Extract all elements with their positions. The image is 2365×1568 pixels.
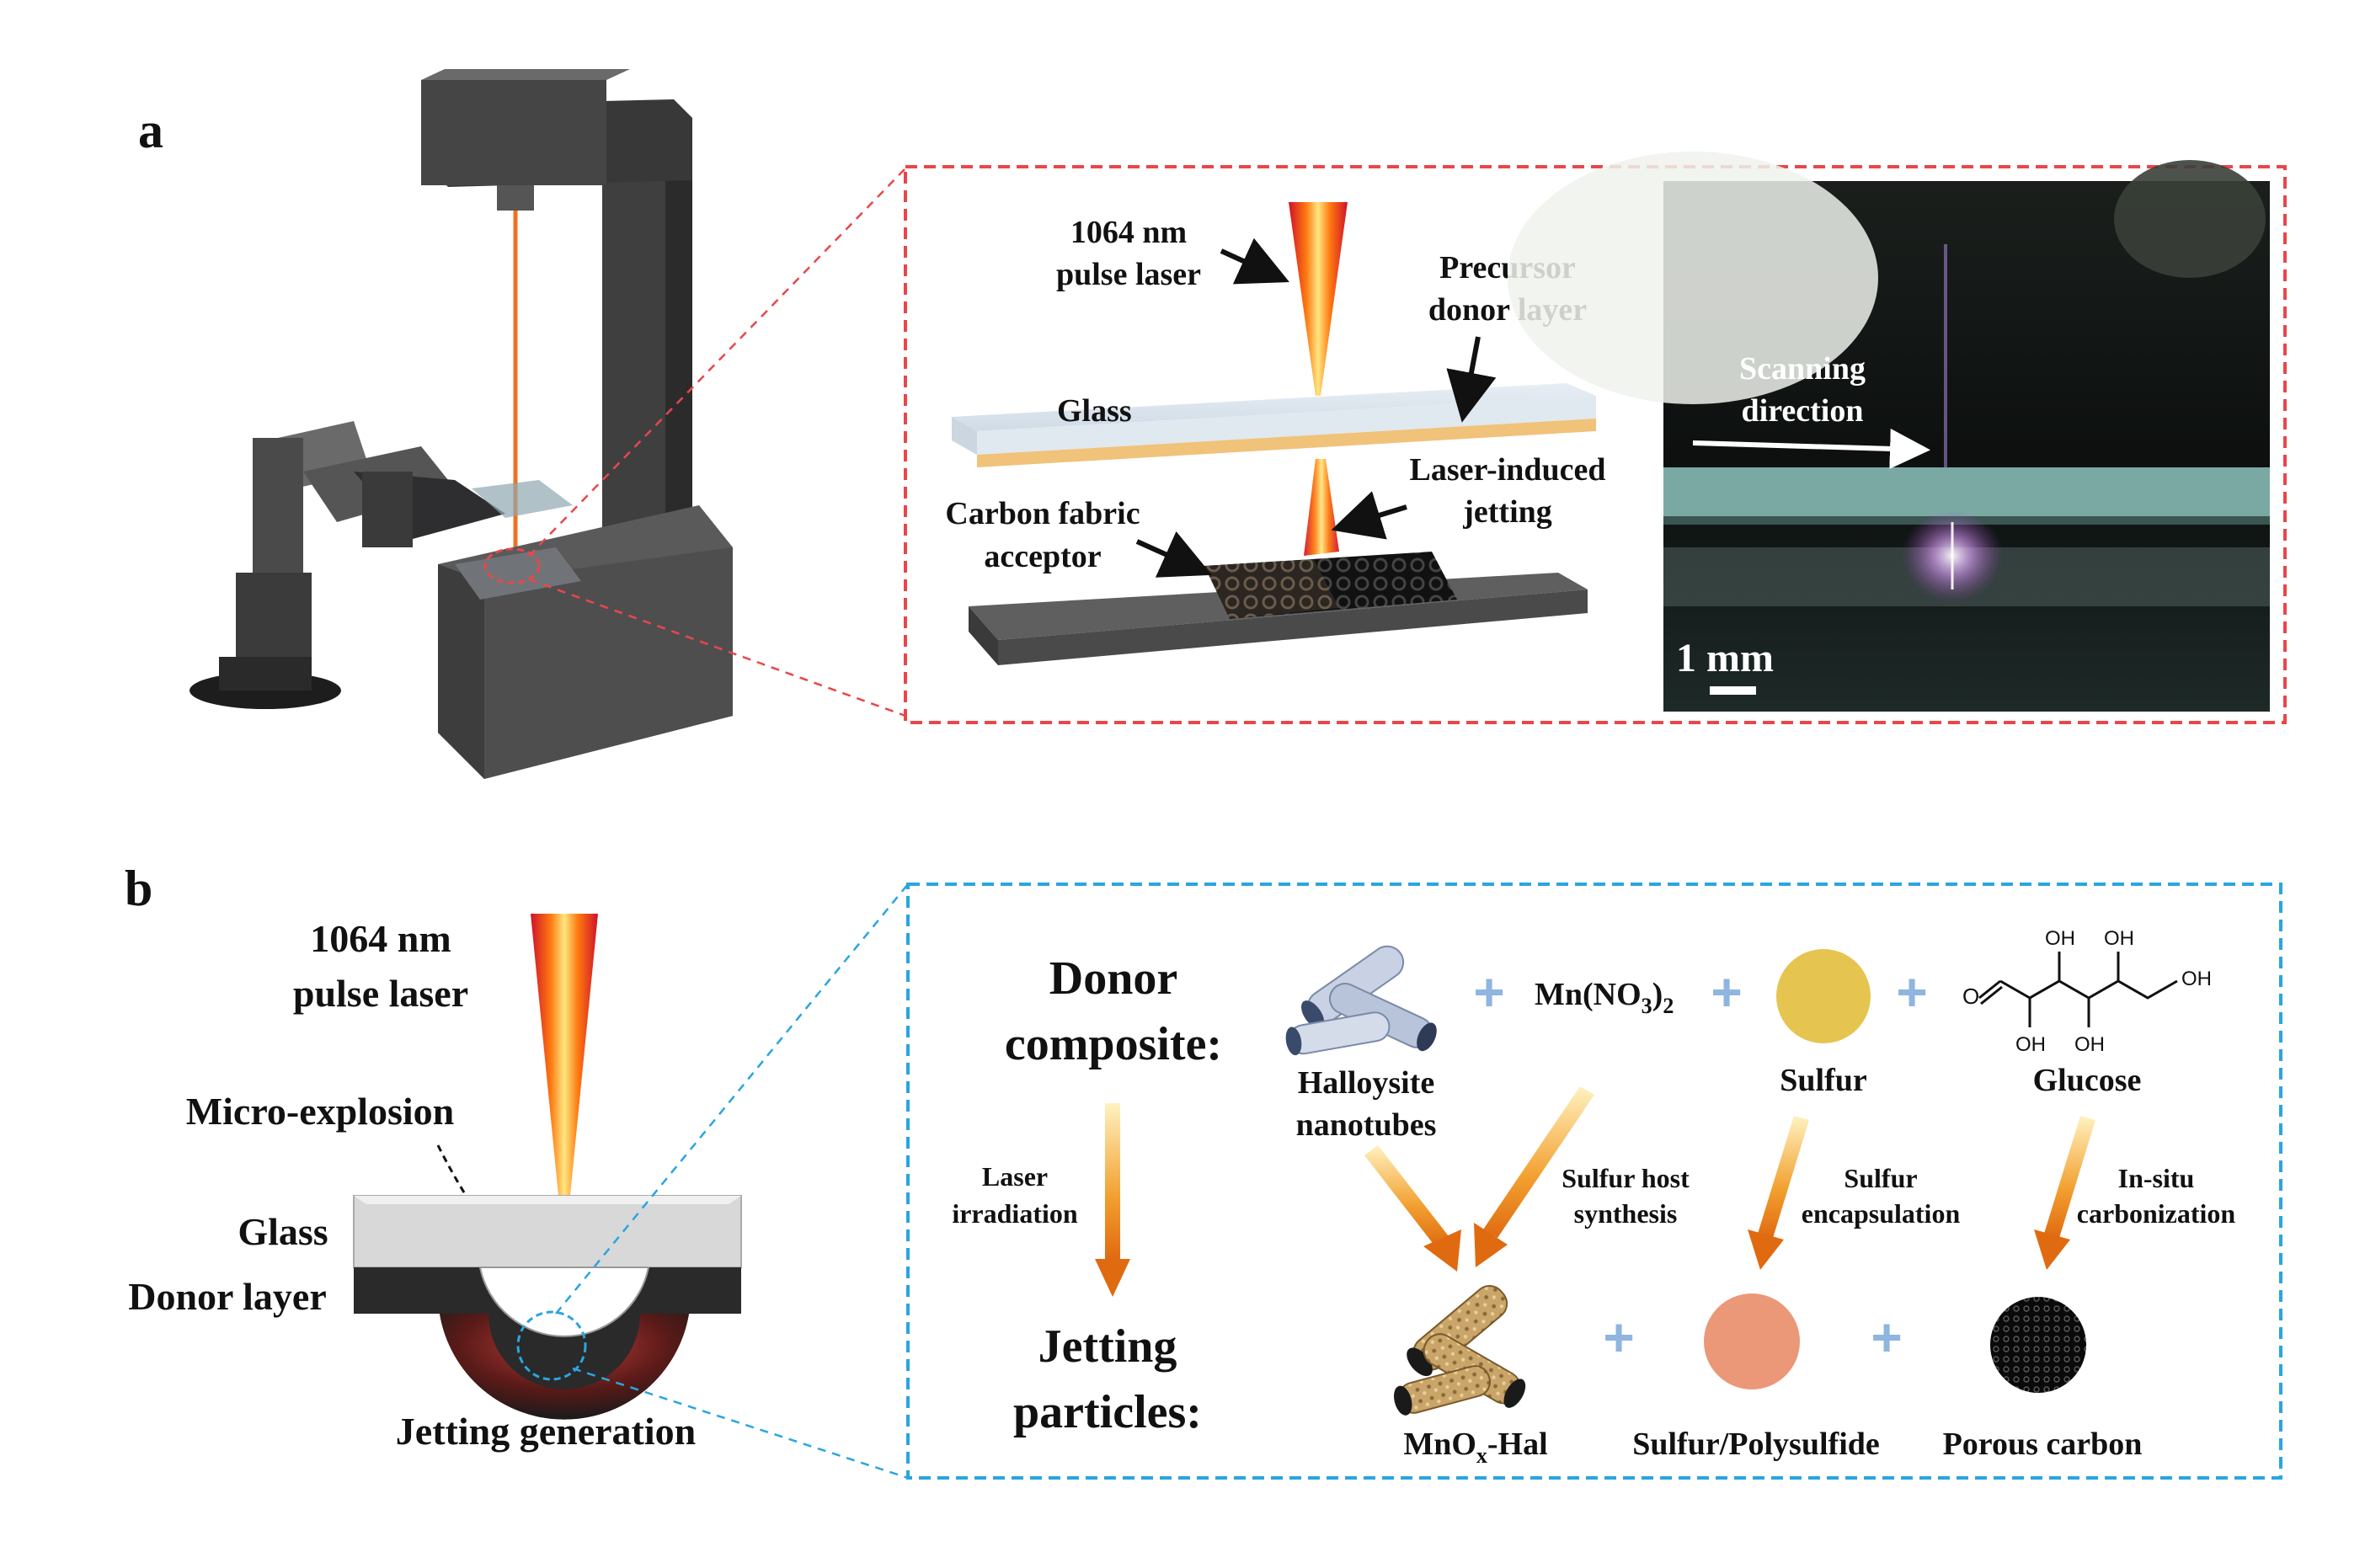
glucose-label: Glucose [2033, 1063, 2142, 1098]
glucose-oh-2: OH [2104, 927, 2134, 950]
mnox-hal-icon [1394, 1285, 1526, 1416]
jetting-particles-label-2: particles: [1013, 1386, 1202, 1438]
zoom-line-bottom [528, 578, 906, 717]
glucose-oh-5: OH [2074, 1033, 2105, 1056]
panel-a-label: a [138, 103, 163, 158]
glass-donor-cross-section [353, 1195, 742, 1420]
lift-schematic [952, 202, 1596, 665]
mn-nitrate-formula: Mn(NO3)2 [1535, 977, 1674, 1018]
sulfur-encap-label-1: Sulfur [1844, 1163, 1917, 1193]
plus-5: + [1871, 1307, 1902, 1368]
glucose-oh-3: OH [2181, 968, 2212, 990]
precursor-arrow [1446, 336, 1497, 423]
sulfur-encap-label-2: encapsulation [1802, 1198, 1961, 1229]
glucose-o: O [1962, 984, 1979, 1009]
laser-label-b-2: pulse laser [293, 972, 468, 1015]
mn-nitrate-to-mnox-arrow [1474, 1086, 1594, 1267]
plus-3: + [1896, 962, 1927, 1022]
sulfur-particle-icon [1776, 949, 1871, 1043]
laser-irradiation-label-1: Laser [982, 1161, 1048, 1192]
glucose-structure-icon [1978, 952, 2178, 1027]
laser-arrow-a [1220, 237, 1289, 285]
mnox-hal-label: MnOx-Hal [1403, 1427, 1547, 1468]
halloysite-label-2: nanotubes [1296, 1107, 1437, 1143]
donor-layer-label: Donor layer [128, 1275, 327, 1318]
glucose-oh-4: OH [2015, 1033, 2046, 1056]
sulfur-host-label-1: Sulfur host [1562, 1163, 1690, 1193]
micro-explosion-label: Micro-explosion [186, 1090, 455, 1133]
sulfur-host-label-2: synthesis [1574, 1198, 1678, 1229]
laser-irradiation-label-2: irradiation [952, 1198, 1078, 1229]
laser-label-a-2: pulse laser [1056, 257, 1201, 292]
panel-b-zoom-box [906, 883, 2282, 1480]
jetting-photo [1508, 152, 2270, 712]
jetting-arrow [1331, 491, 1407, 540]
zoom-line-b-top [555, 883, 909, 1315]
jetting-particles-label-1: Jetting [1038, 1320, 1177, 1373]
laser-printer-machine [190, 69, 733, 779]
donor-composite-label-2: composite: [1005, 1018, 1222, 1070]
polysulfide-label: Sulfur/Polysulfide [1632, 1427, 1880, 1462]
glucose-oh-1: OH [2045, 927, 2075, 950]
sulfur-to-polysulfide-arrow [1748, 1116, 1809, 1270]
glucose-to-carbon-arrow [2034, 1116, 2095, 1270]
porous-carbon-icon [1990, 1297, 2086, 1393]
insitu-label-1: In-situ [2118, 1163, 2195, 1193]
acceptor-label-1: Carbon fabric [945, 496, 1140, 531]
plus-1: + [1473, 962, 1504, 1022]
halloysite-nanotubes-icon [1285, 945, 1437, 1056]
jetting-generation-label: Jetting generation [396, 1410, 696, 1453]
panel-a-zoom-box [904, 165, 2287, 724]
scanning-label-2: direction [1742, 393, 1864, 429]
zoom-line-top [528, 168, 906, 557]
polysulfide-particle-icon [1704, 1293, 1800, 1389]
donor-composite-label-1: Donor [1049, 952, 1177, 1005]
plus-4: + [1603, 1307, 1634, 1368]
laser-label-a-1: 1064 nm [1070, 215, 1187, 250]
laser-label-b-1: 1064 nm [310, 917, 451, 960]
sulfur-label: Sulfur [1780, 1063, 1867, 1098]
acceptor-arrow [1135, 531, 1212, 578]
zoom-line-b-bottom [572, 1367, 909, 1480]
jetting-label-2: jetting [1462, 494, 1552, 530]
panel-b-label: b [125, 861, 152, 916]
plus-2: + [1711, 962, 1742, 1022]
glass-label-b: Glass [238, 1210, 328, 1253]
laser-cone-a [1289, 202, 1348, 396]
acceptor-label-2: acceptor [984, 539, 1101, 574]
jetting-label-1: Laser-induced [1410, 452, 1606, 488]
laser-cone-b [531, 914, 598, 1238]
laser-irradiation-arrow [1095, 1103, 1130, 1297]
scanning-arrow [1692, 428, 1930, 469]
glass-label-a: Glass [1057, 393, 1132, 429]
porous-carbon-label: Porous carbon [1943, 1427, 2143, 1462]
jetting-cone-a [1304, 459, 1339, 556]
scale-bar-label: 1 mm [1676, 636, 1774, 680]
scanning-label-1: Scanning [1739, 351, 1866, 387]
insitu-label-2: carbonization [2077, 1198, 2236, 1229]
halloysite-to-mnox-arrow [1364, 1145, 1461, 1272]
halloysite-label-1: Halloysite [1298, 1065, 1435, 1101]
